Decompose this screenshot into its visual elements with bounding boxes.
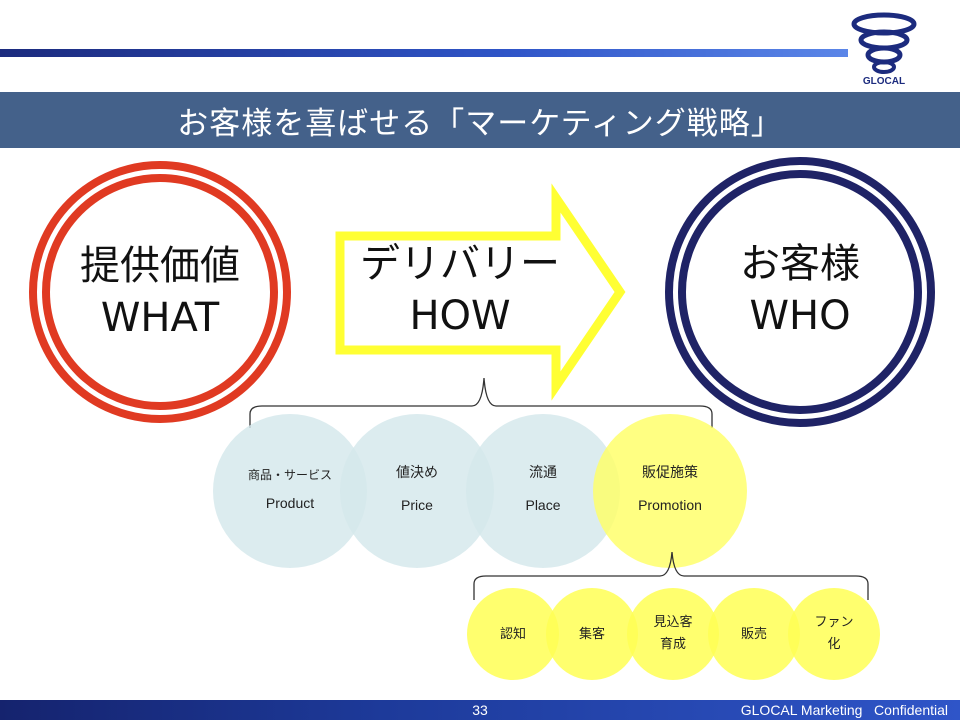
step-label-awareness: 認知 (473, 623, 553, 645)
what-ring (29, 161, 291, 423)
footer-brand: GLOCAL Marketing Confidential (740, 702, 948, 718)
price-jp: 値決め (396, 464, 438, 480)
promotion-jp: 販促施策 (642, 464, 698, 480)
product-circle (213, 414, 367, 568)
product-label: 商品・サービス Product (225, 466, 355, 522)
what-en: WHAT (100, 295, 220, 341)
step-circle-sales (708, 588, 800, 680)
who-label: お客様 WHO (700, 238, 900, 342)
footer-bar (0, 700, 960, 720)
promotion-circle (593, 414, 747, 568)
mix-brace (249, 377, 713, 428)
step-circle-nurturing (627, 588, 719, 680)
step-circle-fan (788, 588, 880, 680)
promotion-en: Promotion (638, 497, 702, 513)
product-jp: 商品・サービス (247, 468, 332, 482)
step-sales-text: 販売 (740, 626, 767, 641)
price-en: Price (401, 497, 433, 513)
step-label-fan: ファン 化 (794, 611, 874, 655)
title-band: お客様を喜ばせる「マーケティング戦略」 (0, 92, 960, 148)
what-jp: 提供価値 (80, 243, 240, 289)
place-circle (466, 414, 620, 568)
price-circle (340, 414, 494, 568)
header-accent-bar (0, 49, 848, 57)
step-label-nurturing: 見込客 育成 (633, 611, 713, 655)
step-awareness-text: 認知 (499, 626, 526, 641)
price-label: 値決め Price (352, 462, 482, 528)
promotion-label: 販促施策 Promotion (605, 462, 735, 528)
step-circle-attraction (546, 588, 638, 680)
promotion-brace (473, 551, 869, 600)
how-arrow (335, 183, 626, 401)
step-label-attraction: 集客 (552, 623, 632, 645)
step-attraction-text: 集客 (578, 626, 605, 641)
what-label: 提供価値 WHAT (60, 240, 260, 344)
step-fan-line1: ファン (814, 614, 854, 629)
place-label: 流通 Place (478, 462, 608, 528)
step-circle-awareness (467, 588, 559, 680)
how-jp: デリバリー (360, 241, 560, 287)
how-label: デリバリー HOW (340, 238, 580, 342)
logo-text: GLOCAL (862, 76, 906, 87)
who-en: WHO (749, 293, 851, 339)
product-en: Product (265, 495, 315, 511)
page-number: 33 (472, 702, 488, 718)
who-ring (665, 157, 935, 427)
place-jp: 流通 (529, 464, 557, 480)
who-jp: お客様 (740, 241, 860, 287)
slide-title: お客様を喜ばせる「マーケティング戦略」 (177, 105, 783, 142)
glocal-logo (848, 10, 920, 92)
place-en: Place (525, 497, 561, 513)
step-nurturing-line1: 見込客 (653, 614, 693, 629)
step-label-sales: 販売 (714, 623, 794, 645)
step-nurturing-line2: 育成 (659, 636, 686, 651)
step-fan-line2: 化 (827, 636, 841, 651)
how-en: HOW (409, 293, 511, 339)
